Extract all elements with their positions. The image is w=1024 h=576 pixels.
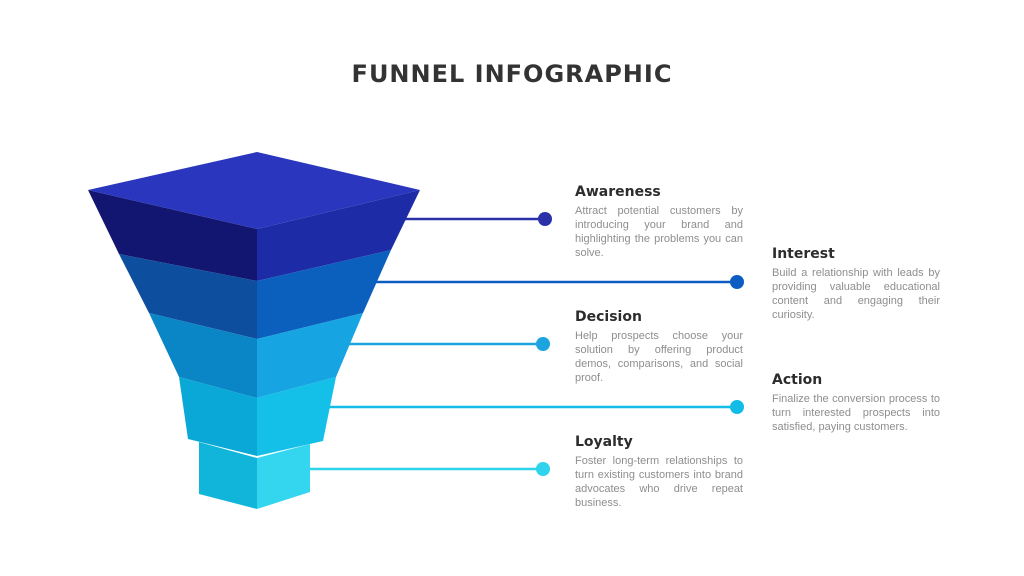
page-title: FUNNEL INFOGRAPHIC <box>351 60 673 88</box>
stage-item-action: Action Finalize the conversion process t… <box>772 372 940 434</box>
stage-label-loyalty: Loyalty <box>575 434 633 450</box>
funnel-top-face <box>88 152 420 229</box>
stage-description-action: Finalize the conversion process to turn … <box>772 393 940 433</box>
connector-action <box>322 400 744 414</box>
connector-dot-interest <box>730 275 744 289</box>
stage-label-decision: Decision <box>575 309 642 325</box>
stage-label-action: Action <box>772 372 823 388</box>
funnel-layer-interest-right-face <box>257 250 391 339</box>
connector-loyalty <box>303 462 550 476</box>
connector-interest <box>370 275 744 289</box>
connector-awareness <box>398 212 552 226</box>
connector-dot-action <box>730 400 744 414</box>
funnel-layer-action-left-face <box>179 377 257 456</box>
connector-dot-decision <box>536 337 550 351</box>
stage-description-interest: Build a relationship with leads by provi… <box>772 267 940 321</box>
funnel-layer-awareness-right-face <box>257 190 420 281</box>
stage-label-interest: Interest <box>772 246 835 262</box>
stage-item-decision: Decision Help prospects choose your solu… <box>575 309 743 385</box>
funnel-layer-decision-left-face <box>149 313 257 398</box>
stage-item-awareness: Awareness Attract potential customers by… <box>575 184 743 260</box>
funnel-layer-action-right-face <box>257 377 336 456</box>
funnel-layer-decision-right-face <box>257 313 363 398</box>
stage-description-loyalty: Foster long-term relationships to turn e… <box>575 455 743 509</box>
funnel-layer-interest-left-face <box>119 254 257 339</box>
stage-item-loyalty: Loyalty Foster long-term relationships t… <box>575 434 743 510</box>
funnel-layer-loyalty-left-face <box>199 442 257 509</box>
connector-decision <box>343 337 550 351</box>
stage-description-decision: Help prospects choose your solution by o… <box>575 330 743 384</box>
connector-dot-loyalty <box>536 462 550 476</box>
funnel-layer-loyalty-right-face <box>257 444 310 509</box>
funnel-layer-awareness-left-face <box>88 190 257 281</box>
stage-item-interest: Interest Build a relationship with leads… <box>772 246 940 322</box>
stage-label-awareness: Awareness <box>575 184 661 200</box>
connector-dot-awareness <box>538 212 552 226</box>
stage-description-awareness: Attract potential customers by introduci… <box>575 205 743 259</box>
